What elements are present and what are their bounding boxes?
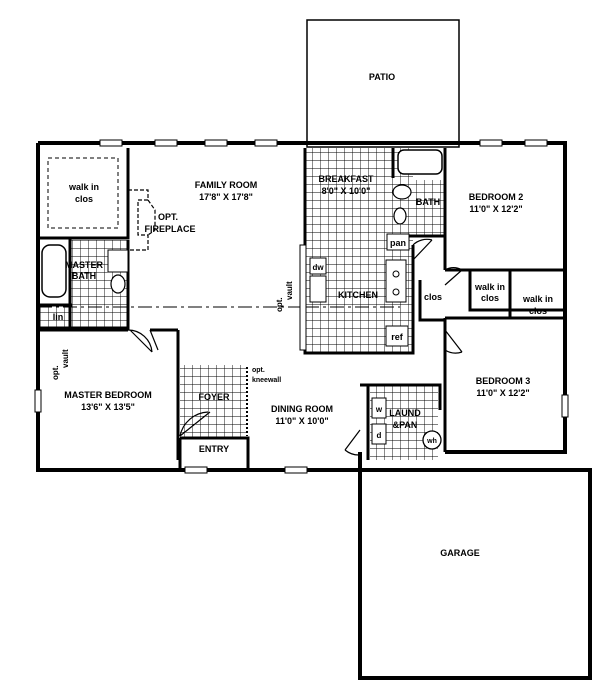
- master-vault-line1: opt.: [51, 365, 60, 380]
- fireplace-line1: OPT.: [158, 212, 178, 222]
- master-closet-line2: clos: [75, 194, 93, 204]
- vanity-icon: [107, 249, 129, 273]
- stove-icon: [385, 259, 407, 303]
- dining-room-dims: 11'0" X 10'0": [275, 416, 328, 426]
- bed3-closet-line2: clos: [529, 306, 547, 316]
- bedroom-3-name: BEDROOM 3: [476, 376, 531, 386]
- patio: [306, 19, 460, 148]
- garage-label: GARAGE: [440, 548, 480, 558]
- washer-label: w: [375, 405, 383, 414]
- dishwasher-label: dw: [312, 263, 324, 272]
- pantry-label: pan: [390, 238, 406, 248]
- exterior-wall: [36, 141, 567, 472]
- foyer-label: FOYER: [198, 392, 230, 402]
- patio-label: PATIO: [369, 72, 395, 82]
- kneewall-line2: kneewall: [252, 377, 281, 384]
- master-bath-line1: MASTER: [65, 260, 104, 270]
- entry-label: ENTRY: [199, 444, 229, 454]
- bedroom-3-dims: 11'0" X 12'2": [476, 388, 529, 398]
- room-labels: PATIO FAMILY ROOM 17'8" X 17'8" BREAKFAS…: [51, 72, 553, 558]
- hall-sink-icon: [393, 207, 407, 225]
- family-vault-line2: vault: [285, 281, 294, 300]
- family-room-name: FAMILY ROOM: [195, 180, 258, 190]
- water-heater-label: wh: [426, 438, 437, 445]
- family-vault-line1: opt.: [275, 297, 284, 312]
- master-bath-line2: BATH: [72, 271, 96, 281]
- fireplace-line2: FIREPLACE: [144, 224, 195, 234]
- sink-box: [309, 275, 327, 303]
- bedroom-2-dims: 11'0" X 12'2": [469, 204, 522, 214]
- dining-room-name: DINING ROOM: [271, 404, 333, 414]
- hall-toilet-icon: [392, 184, 412, 200]
- fireplace-outline: [128, 189, 156, 251]
- bed3-closet-line1: walk in: [522, 294, 553, 304]
- dryer-label: d: [377, 431, 382, 440]
- hall-tub-icon: [397, 149, 443, 175]
- breakfast-dims: 8'0" X 10'0": [322, 186, 371, 196]
- burner-icon: [392, 270, 400, 278]
- dishwasher-box: [309, 257, 327, 275]
- breakfast-name: BREAKFAST: [318, 174, 374, 184]
- garage-slab: [362, 472, 588, 676]
- bed2-closet-line2: clos: [481, 293, 499, 303]
- burner-icon-2: [392, 288, 400, 296]
- door-swings: [127, 238, 463, 456]
- laundry-line1: LAUND: [389, 408, 421, 418]
- master-bedroom-dims: 13'6" X 13'5": [81, 402, 135, 412]
- linen-label: lin: [53, 312, 64, 322]
- water-heater-icon: [422, 430, 442, 450]
- garage-wall: [358, 468, 592, 680]
- washer-box: [371, 397, 387, 419]
- tub-icon: [41, 244, 67, 298]
- ref-label: ref: [391, 332, 404, 342]
- closet-shelf: [47, 157, 119, 229]
- kitchen-label: KITCHEN: [338, 290, 378, 300]
- windows: [34, 139, 569, 474]
- ref-box: [385, 325, 409, 347]
- bedroom-2-name: BEDROOM 2: [469, 192, 524, 202]
- dryer-box: [371, 423, 387, 445]
- counter-left: [299, 244, 307, 351]
- bath-label: BATH: [416, 197, 440, 207]
- linen-tile: [40, 305, 72, 328]
- pan-box: [386, 233, 410, 251]
- family-room-dims: 17'8" X 17'8": [199, 192, 253, 202]
- master-bedroom-name: MASTER BEDROOM: [64, 390, 152, 400]
- closet-center-label: clos: [424, 292, 442, 302]
- foyer-tile: [180, 365, 248, 437]
- master-vault-line2: vault: [61, 349, 70, 368]
- master-closet-line1: walk in: [68, 182, 99, 192]
- kneewall-line1: opt.: [252, 367, 265, 374]
- bed2-closet-line1: walk in: [474, 282, 505, 292]
- laundry-line2: &PAN: [393, 420, 418, 430]
- toilet-icon: [110, 274, 126, 294]
